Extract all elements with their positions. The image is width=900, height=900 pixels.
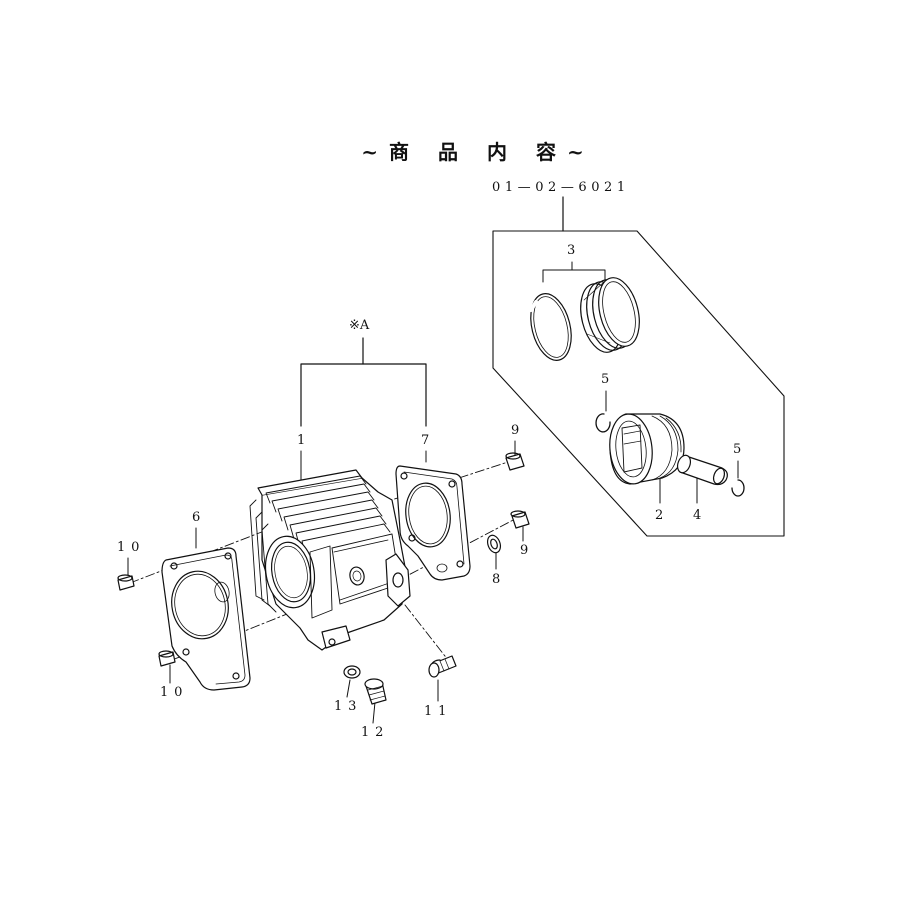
- callout-10-bottom: 10: [160, 685, 189, 700]
- sealing-washer-13: [343, 665, 361, 679]
- leader-lines: [127, 261, 739, 724]
- head-gasket-7: [395, 465, 471, 581]
- callout-10-top: 10: [117, 540, 146, 555]
- callout-7: 7: [421, 433, 436, 448]
- page-title: ~商 品 内 容~: [361, 140, 595, 164]
- callout-5-top: 5: [601, 372, 616, 387]
- circlip-5-top: [595, 413, 611, 433]
- callout-9-bottom: 9: [520, 543, 535, 558]
- plug-bolt-12: [364, 678, 387, 705]
- piston-pin-4: [676, 454, 728, 486]
- callout-13: 13: [334, 699, 363, 714]
- kit-part-number: 01—02—6021: [492, 180, 630, 195]
- circlip-5-right: [731, 479, 745, 497]
- dowel-pin-10-top: [117, 574, 135, 591]
- callout-2: 2: [655, 508, 670, 523]
- piston-2: [609, 413, 685, 485]
- callout-9-top: 9: [511, 423, 526, 438]
- dowel-pin-9-top: [505, 452, 525, 471]
- dowel-pin-10-bottom: [158, 650, 176, 667]
- cylinder-block-1: [249, 469, 411, 651]
- group-bracket: [300, 337, 427, 427]
- callout-12: 12: [361, 725, 390, 740]
- callout-8: 8: [492, 572, 507, 587]
- callout-1: 1: [297, 433, 312, 448]
- callout-5-right: 5: [733, 442, 748, 457]
- callout-6: 6: [192, 510, 207, 525]
- piston-kit-outline: [492, 196, 785, 537]
- callout-3: 3: [567, 243, 582, 258]
- base-gasket-6: [161, 547, 251, 691]
- bolt-11: [428, 655, 457, 678]
- washer-8: [486, 534, 502, 554]
- piston-ring-single-3: [529, 293, 572, 361]
- group-mark: ※A: [349, 318, 370, 333]
- callout-11: 11: [424, 704, 453, 719]
- piston-ring-set-3: [580, 277, 640, 353]
- callout-4: 4: [693, 508, 708, 523]
- dowel-pin-9-bottom: [510, 510, 530, 529]
